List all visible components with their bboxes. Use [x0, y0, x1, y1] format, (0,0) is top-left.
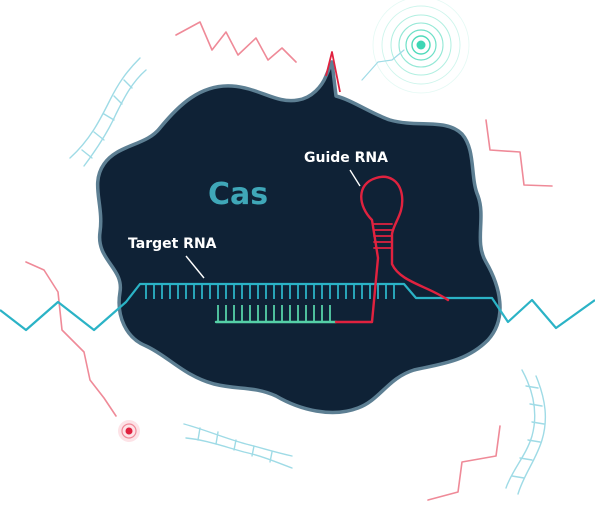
- decor-helix-top-left: [69, 57, 147, 167]
- decor-signal-tail: [361, 49, 405, 81]
- guide-rna: [214, 175, 450, 324]
- target-rna-line: [0, 282, 595, 332]
- decor-step-right: [485, 119, 553, 187]
- decor-helix-bottom-right: [505, 369, 547, 495]
- target-rna-pointer: [185, 255, 205, 279]
- background-decorations: [25, 0, 553, 501]
- guide-rna-body: [334, 175, 450, 324]
- target-rna-bases: [145, 284, 395, 299]
- target-rna-label: Target RNA: [128, 236, 217, 252]
- target-rna-strand: [0, 282, 595, 332]
- decor-helix-bottom: [183, 423, 293, 469]
- cas-label: Cas: [208, 177, 268, 212]
- guide-rna-label: Guide RNA: [304, 150, 388, 166]
- paired-bases: [217, 305, 331, 322]
- cas-protein-body: [95, 60, 502, 415]
- cas-spike: [325, 51, 341, 93]
- concentric-ring-signal-icon: [372, 0, 470, 94]
- decor-zigzag-top: [175, 21, 297, 63]
- signal-center-dot: [416, 40, 426, 50]
- decor-step-left: [25, 261, 117, 417]
- target-dot-icon: [118, 420, 140, 442]
- guide-rna-pointer: [349, 169, 361, 187]
- decor-step-bottom: [427, 425, 501, 501]
